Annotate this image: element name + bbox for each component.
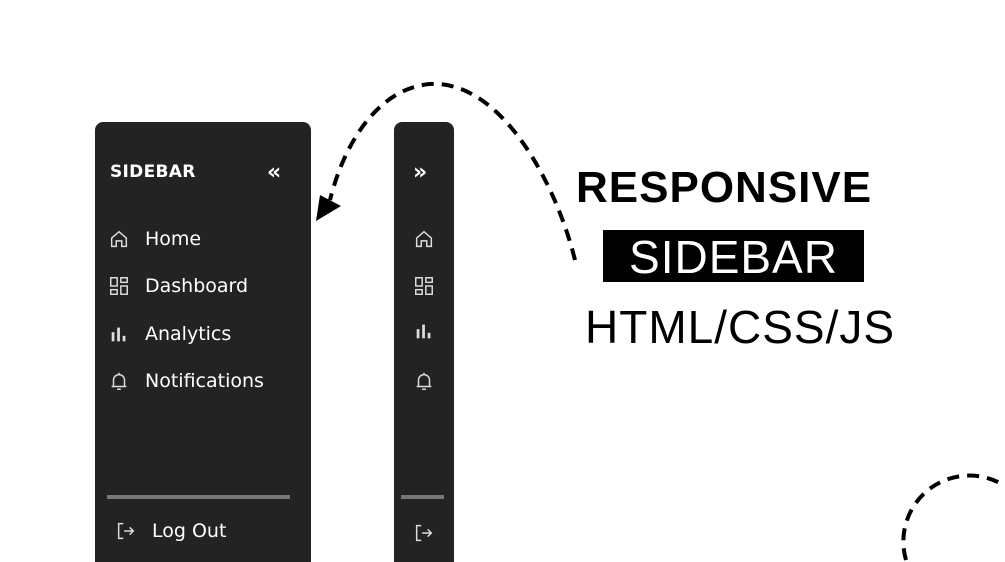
sidebar-title: SIDEBAR	[110, 162, 196, 182]
logout-icon	[117, 522, 135, 540]
bar-chart-icon	[416, 324, 431, 339]
label: Dashboard	[145, 275, 249, 297]
sidebar-item-analytics[interactable]: Analytics	[108, 323, 231, 345]
bell-icon	[416, 372, 432, 390]
sidebar-item-notifications[interactable]: Notifications	[108, 370, 264, 392]
home-icon	[415, 230, 433, 248]
collapse-button[interactable]: «	[267, 160, 282, 185]
analytics-icon-button[interactable]	[413, 320, 435, 346]
dashed-circle	[901, 473, 1005, 561]
label: Log Out	[152, 520, 227, 542]
bell-icon	[111, 372, 127, 390]
logout-button[interactable]: Log Out	[115, 520, 226, 542]
bar-chart-icon	[111, 327, 126, 342]
arrowhead-icon	[316, 195, 341, 221]
dashed-arrow	[328, 81, 577, 261]
label: Home	[145, 228, 202, 250]
home-icon-button[interactable]	[413, 228, 435, 254]
sidebar-item-dashboard[interactable]: Dashboard	[108, 275, 248, 297]
dashboard-icon	[110, 277, 128, 295]
headline-responsive: RESPONSIVE	[576, 163, 873, 212]
divider	[401, 495, 444, 499]
logout-icon	[415, 524, 433, 542]
logout-icon-button[interactable]	[413, 522, 435, 548]
sidebar-expanded: SIDEBAR « Home Dashboard Analytics Notif…	[95, 122, 311, 562]
dashboard-icon-button[interactable]	[413, 275, 435, 301]
label: Analytics	[145, 323, 232, 345]
expand-button[interactable]: »	[413, 160, 428, 185]
sidebar-collapsed: »	[394, 122, 454, 562]
headline-sidebar: SIDEBAR	[603, 230, 864, 283]
sidebar-item-home[interactable]: Home	[108, 228, 201, 250]
divider	[107, 495, 290, 499]
dashboard-icon	[415, 277, 433, 295]
home-icon	[110, 230, 128, 248]
headline-tech: HTML/CSS/JS	[585, 301, 896, 353]
label: Notifications	[145, 370, 264, 392]
notifications-icon-button[interactable]	[413, 370, 435, 396]
